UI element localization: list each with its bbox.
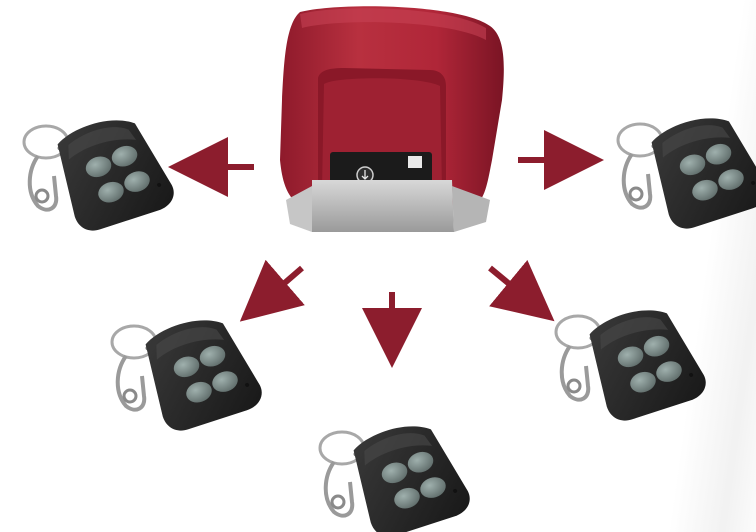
motor-base [312, 180, 454, 232]
key-fob-remote-icon [24, 106, 178, 235]
arrow-down-right [490, 268, 536, 306]
key-fob-remote-icon [320, 412, 474, 532]
arrow-down-left [258, 268, 302, 306]
gate-motor [280, 6, 504, 232]
key-fob-remote-icon [556, 296, 710, 425]
key-fob-remote-icon [618, 104, 756, 233]
key-fob-remote-icon [112, 306, 266, 435]
